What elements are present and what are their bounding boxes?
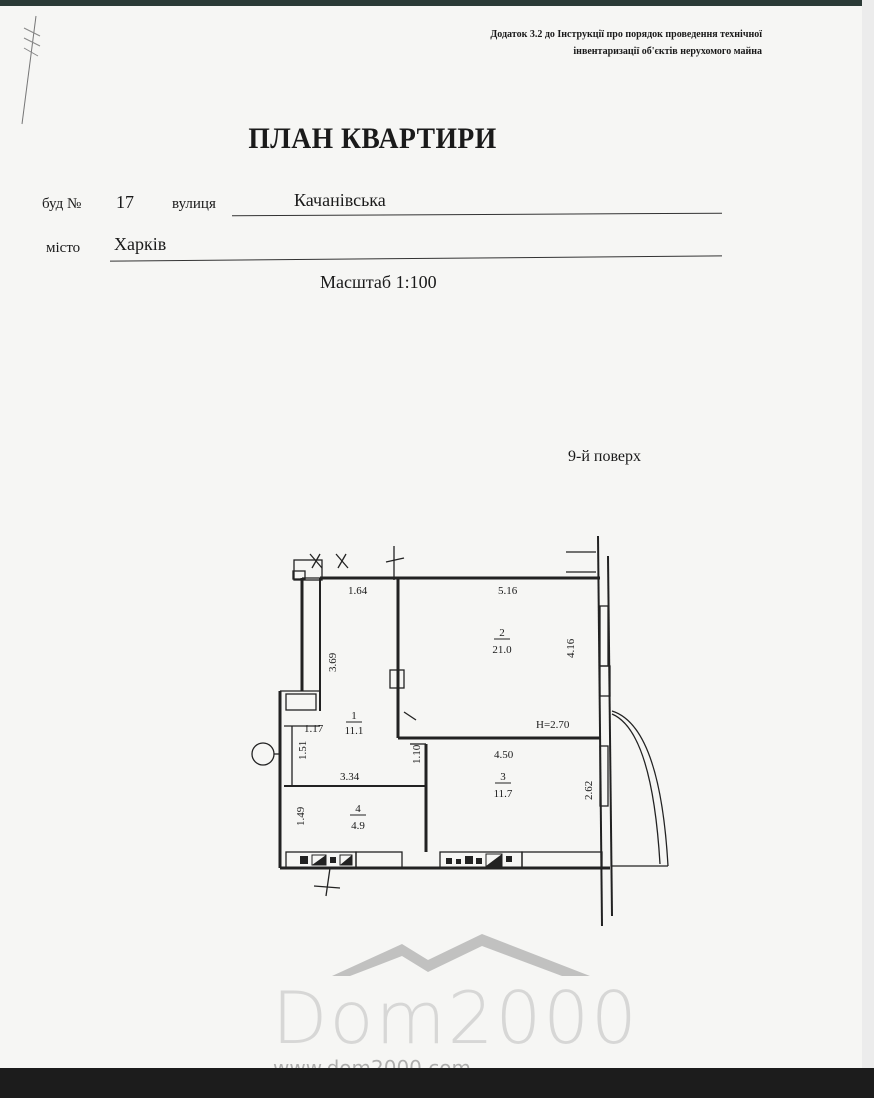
appendix-note: Додаток 3.2 до Інструкції про порядок пр… — [490, 26, 762, 60]
floor-plan: 1 11.1 2 21.0 3 11.7 4 4.9 1.64 5.16 3.6… — [251, 535, 669, 927]
building-number: 17 — [116, 192, 134, 212]
dimension-4-50: 4.50 — [494, 749, 514, 761]
dimension-1-17: 1.17 — [304, 723, 324, 735]
dimension-1-49: 1.49 — [295, 806, 307, 826]
room-2-number: 2 — [499, 627, 505, 639]
dimension-3-34: 3.34 — [340, 771, 360, 783]
right-border — [862, 0, 874, 1068]
watermark-brand: Dom2000 — [272, 976, 639, 1060]
appendix-line-2: інвентаризації об'єктів нерухомого майна — [573, 46, 762, 57]
dimension-5-16: 5.16 — [498, 585, 518, 597]
appendix-line-1: Додаток 3.2 до Інструкції про порядок пр… — [490, 29, 762, 40]
dimension-2-62: 2.62 — [583, 781, 595, 800]
scale-label: Масштаб 1:100 — [320, 272, 437, 292]
room-1-area: 11.1 — [345, 725, 364, 737]
dimension-1-64: 1.64 — [348, 585, 368, 597]
ceiling-height: H=2.70 — [536, 719, 570, 731]
kitchen-fixtures-left — [300, 854, 353, 866]
room-3-number: 3 — [500, 771, 506, 783]
city-value: Харків — [114, 234, 167, 254]
city-label: місто — [46, 240, 81, 256]
dimension-1-51: 1.51 — [297, 741, 309, 760]
street-label: вулиця — [172, 196, 216, 212]
page-title: ПЛАН КВАРТИРИ — [248, 122, 497, 155]
room-4-number: 4 — [355, 803, 361, 815]
room-2-area: 21.0 — [492, 644, 512, 656]
dimension-1-10: 1.10 — [411, 744, 423, 764]
corner-stamp-mark — [21, 15, 41, 125]
street-value: Качанівська — [294, 190, 386, 210]
building-label: буд № — [42, 196, 82, 212]
kitchen-fixtures-right — [446, 853, 512, 867]
room-3-area: 11.7 — [494, 788, 513, 800]
dimension-3-69: 3.69 — [327, 652, 339, 672]
floor-label: 9-й поверх — [568, 448, 642, 465]
document-page: Додаток 3.2 до Інструкції про порядок пр… — [0, 6, 862, 1080]
watermark-roof-logo — [332, 934, 590, 976]
room-1-number: 1 — [351, 710, 357, 722]
top-border — [0, 0, 874, 6]
city-underline — [110, 255, 722, 262]
bottom-border — [0, 1068, 874, 1098]
dimension-4-16: 4.16 — [565, 638, 577, 658]
room-4-area: 4.9 — [351, 820, 365, 832]
street-underline — [232, 212, 722, 217]
